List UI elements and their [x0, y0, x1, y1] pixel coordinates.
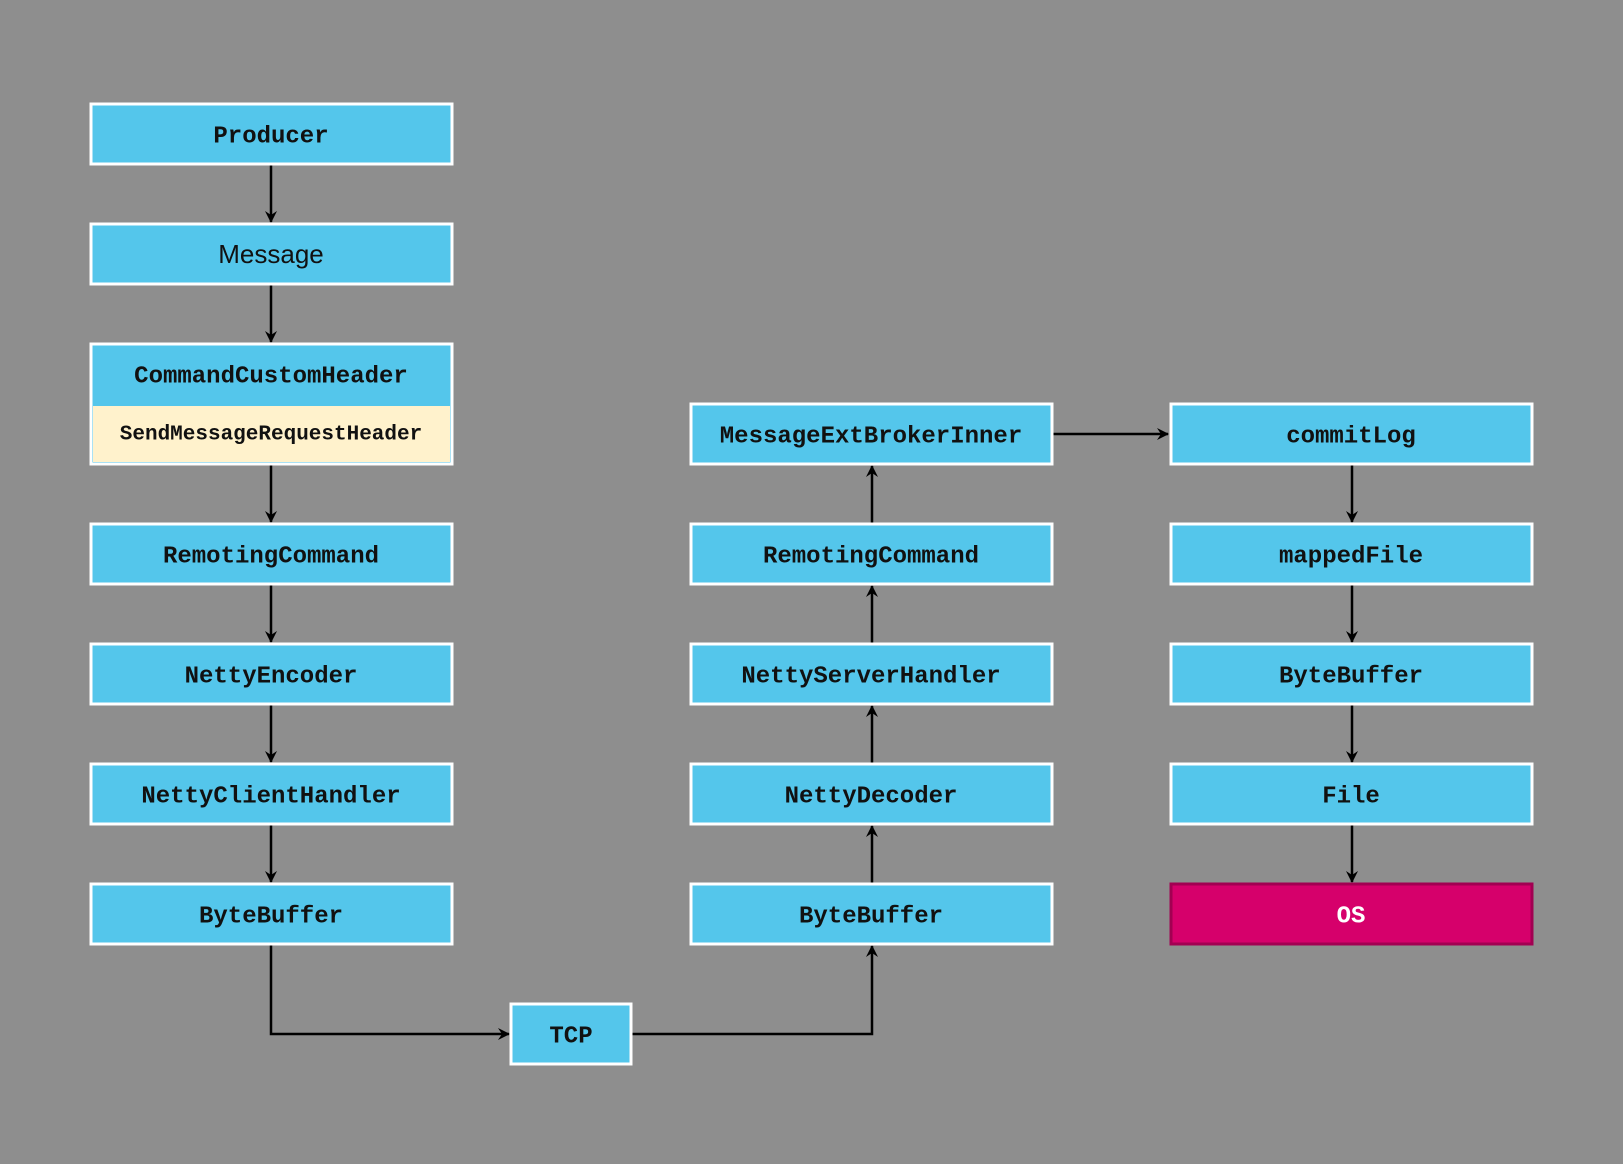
producer-node: Producer	[89, 102, 454, 166]
commit-log-label: commitLog	[1286, 423, 1416, 450]
producer-label: Producer	[213, 123, 328, 150]
file-node: File	[1169, 762, 1534, 826]
producer-byte-buffer-node: ByteBuffer	[89, 882, 454, 946]
message-ext-broker-inner-label: MessageExtBrokerInner	[720, 423, 1022, 450]
producer-remoting-command-node: RemotingCommand	[89, 522, 454, 586]
command-custom-header-node: CommandCustomHeader SendMessageRequestHe…	[89, 342, 454, 466]
arrow-byte-buffer-to-tcp	[269, 944, 510, 1040]
tcp-node: TCP	[509, 1002, 633, 1066]
storage-byte-buffer-label: ByteBuffer	[1279, 663, 1423, 690]
producer-byte-buffer-label: ByteBuffer	[199, 903, 343, 930]
broker-remoting-command-node: RemotingCommand	[689, 522, 1054, 586]
message-ext-broker-inner-node: MessageExtBrokerInner	[689, 402, 1054, 466]
producer-remoting-command-label: RemotingCommand	[163, 543, 379, 570]
mapped-file-label: mappedFile	[1279, 543, 1423, 570]
arrow-tcp-to-broker-byte-buffer	[632, 945, 878, 1036]
netty-client-handler-node: NettyClientHandler	[89, 762, 454, 826]
broker-remoting-command-label: RemotingCommand	[763, 543, 979, 570]
netty-encoder-label: NettyEncoder	[185, 663, 358, 690]
netty-decoder-label: NettyDecoder	[785, 783, 958, 810]
broker-byte-buffer-label: ByteBuffer	[799, 903, 943, 930]
message-node: Message	[89, 222, 454, 286]
send-message-request-header-label: SendMessageRequestHeader	[120, 424, 422, 447]
netty-client-handler-label: NettyClientHandler	[141, 783, 400, 810]
mapped-file-node: mappedFile	[1169, 522, 1534, 586]
storage-byte-buffer-node: ByteBuffer	[1169, 642, 1534, 706]
command-custom-header-label: CommandCustomHeader	[134, 363, 408, 390]
commit-log-node: commitLog	[1169, 402, 1534, 466]
netty-decoder-node: NettyDecoder	[689, 762, 1054, 826]
netty-server-handler-node: NettyServerHandler	[689, 642, 1054, 706]
os-node: OS	[1169, 882, 1534, 946]
message-label: Message	[218, 239, 324, 269]
tcp-label: TCP	[549, 1023, 592, 1050]
os-label: OS	[1337, 903, 1366, 930]
file-label: File	[1322, 783, 1380, 810]
netty-server-handler-label: NettyServerHandler	[741, 663, 1000, 690]
send-message-request-header-band	[93, 406, 450, 462]
broker-byte-buffer-node: ByteBuffer	[689, 882, 1054, 946]
edges	[265, 164, 1358, 1040]
netty-encoder-node: NettyEncoder	[89, 642, 454, 706]
